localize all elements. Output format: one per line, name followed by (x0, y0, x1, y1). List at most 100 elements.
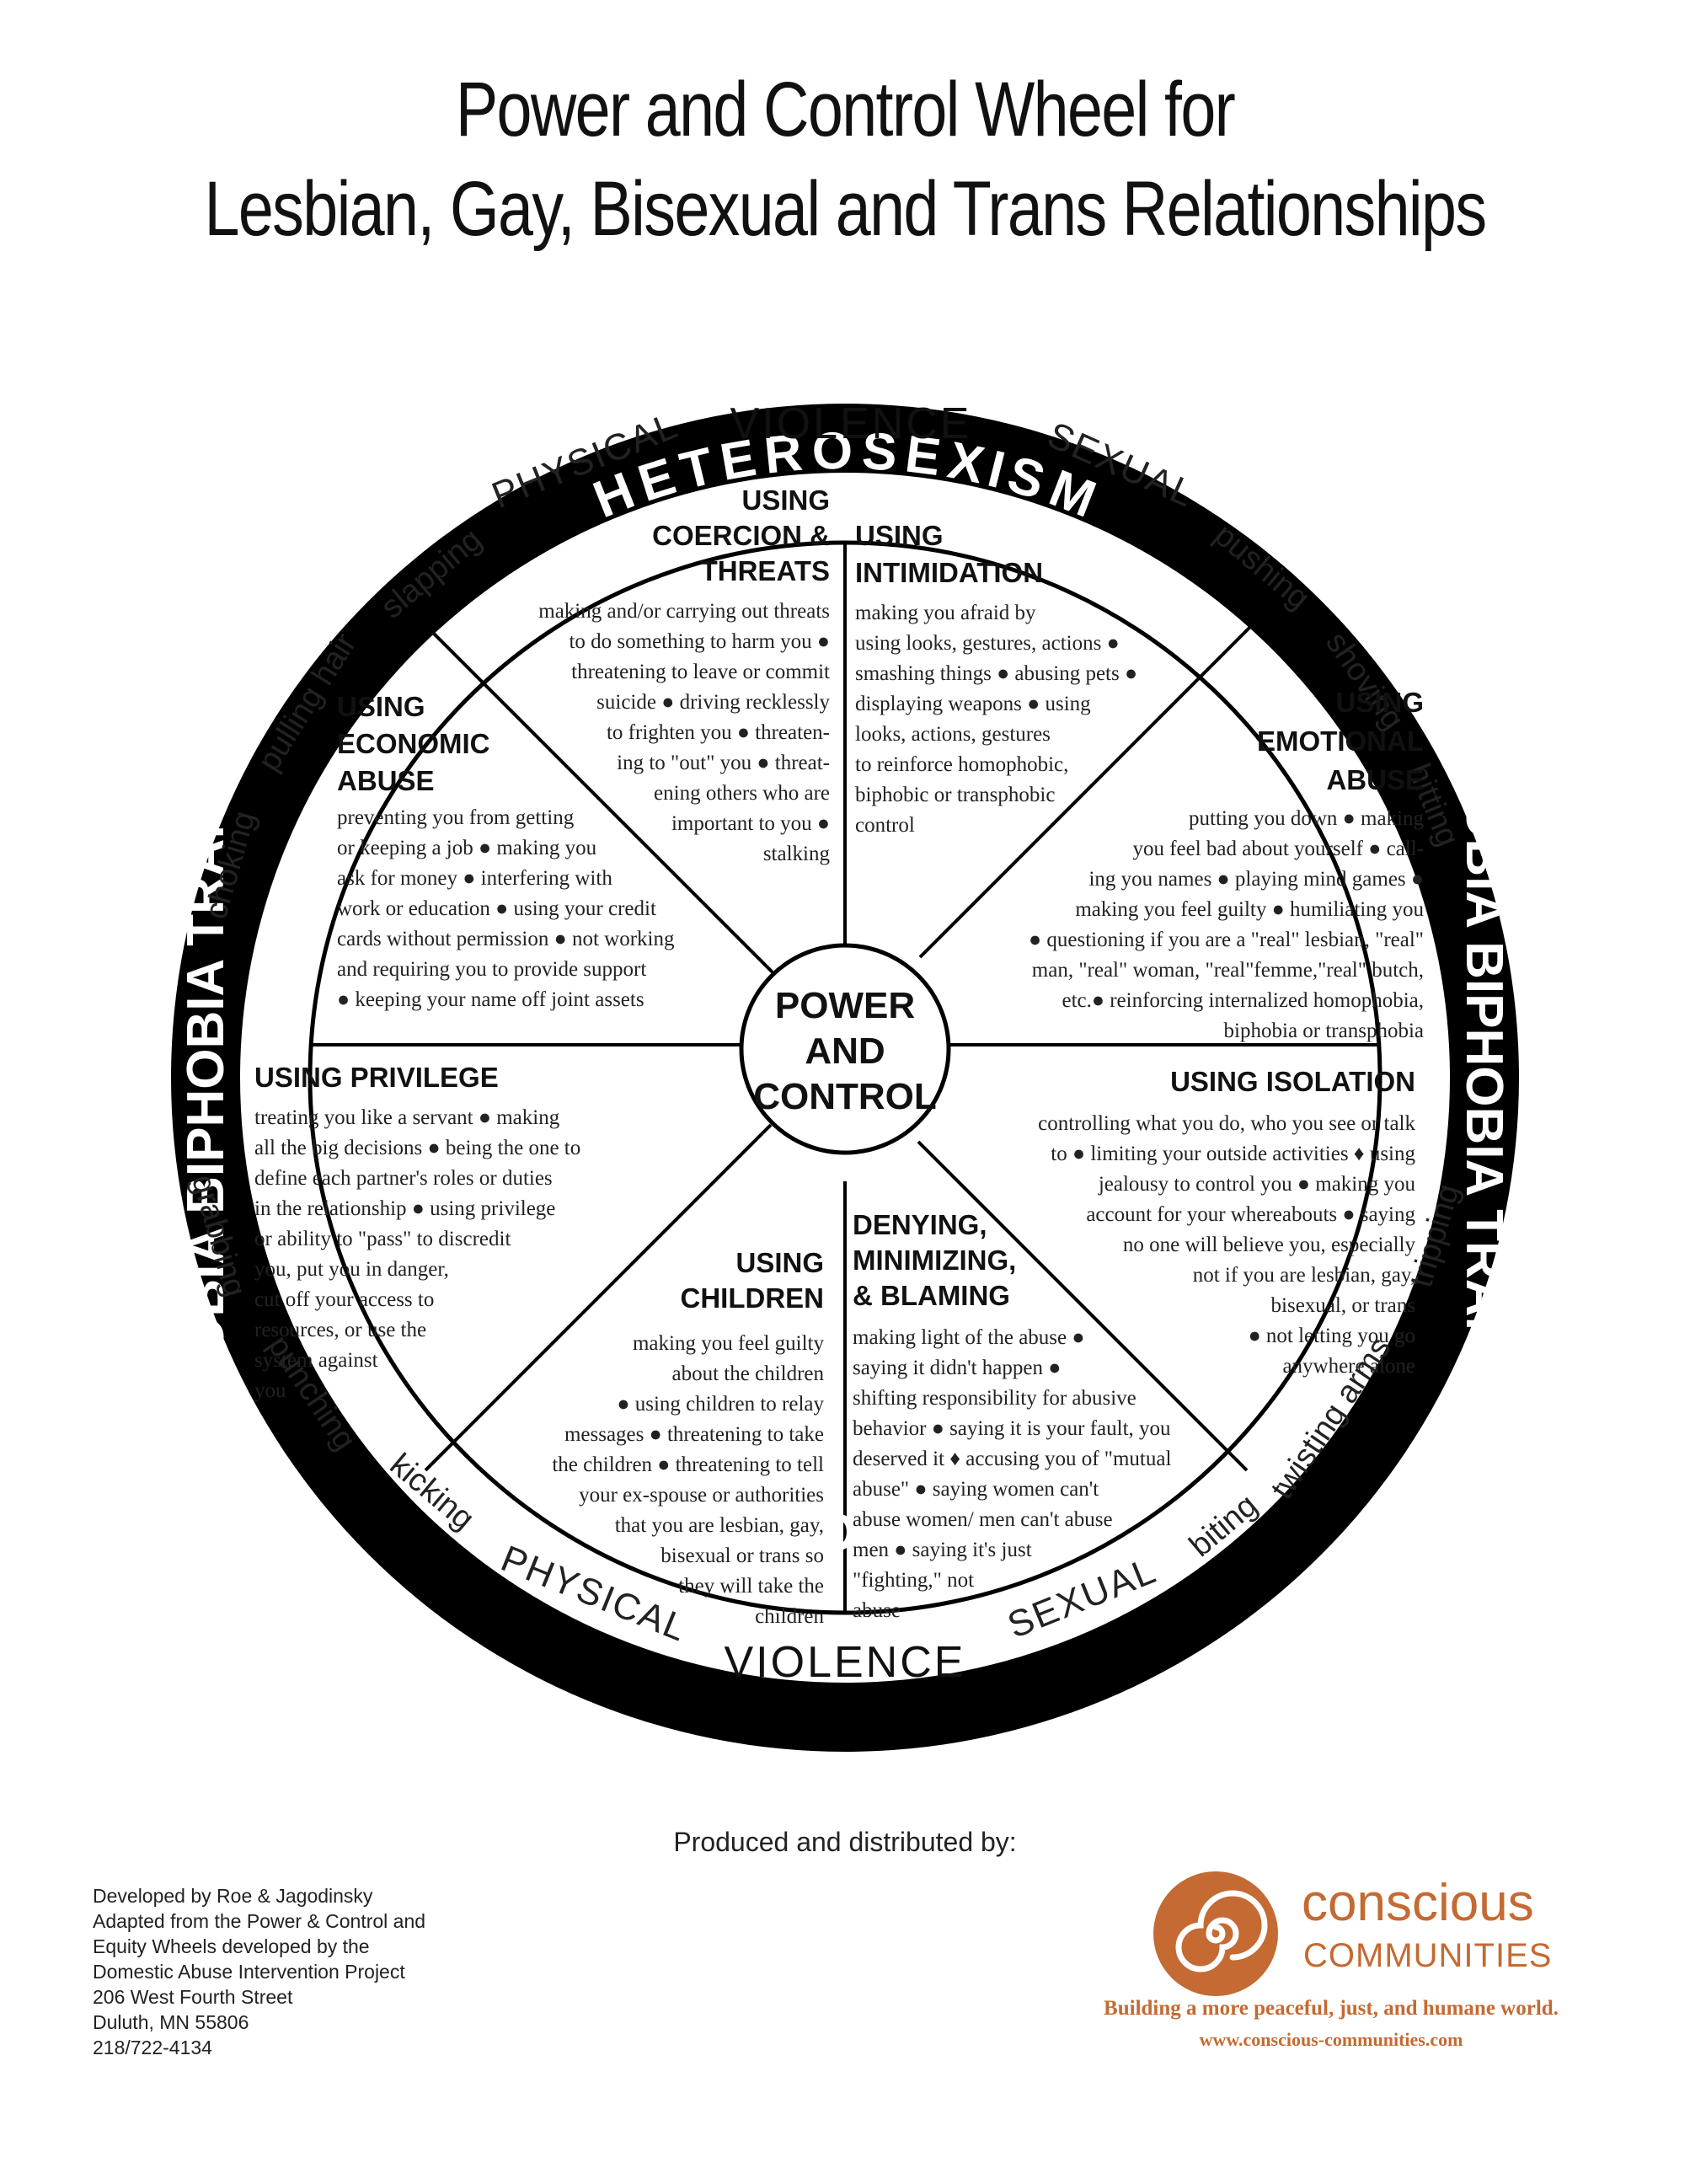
center-line-3: CONTROL (753, 1076, 937, 1117)
children-body-line: making you feel guilty (633, 1332, 825, 1355)
spoke-bottom-left (424, 1123, 773, 1472)
denying-heading-line: MINIMIZING, (853, 1245, 1016, 1276)
children-heading-line: USING (735, 1247, 824, 1278)
center-hub (739, 943, 951, 1155)
isolation-body-line: to ● limiting your outside activities ♦ … (1051, 1143, 1415, 1165)
economic-body-line: ask for money ● interfering with (337, 867, 612, 890)
credits-block: Developed by Roe & Jagodinsky Adapted fr… (93, 1883, 425, 2060)
conscious-communities-logo: conscious COMMUNITIES (1142, 1866, 1596, 2001)
emotional-body-line: ● questioning if you are a "real" lesbia… (1029, 929, 1424, 951)
intimidation-heading-line: INTIMIDATION (855, 557, 1043, 588)
denying-body-line: deserved it ♦ accusing you of "mutual (853, 1448, 1171, 1470)
isolation-body-line: bisexual, or trans (1271, 1294, 1415, 1317)
privilege-body-line: system against (254, 1349, 378, 1372)
isolation-heading-line: USING ISOLATION (1170, 1066, 1415, 1097)
denying-body-line: shifting responsibility for abusive (853, 1387, 1136, 1410)
economic-body-line: work or education ● using your credit (337, 897, 656, 920)
intimidation-body-line: making you afraid by (855, 602, 1036, 624)
outer-left-words: HOMOPHOBIA BIPHOBIA TRANSPHOBIA (177, 563, 235, 1592)
emotional-body-line: putting you down ● making (1189, 807, 1424, 830)
logo-subtitle: COMMUNITIES (1303, 1937, 1553, 1974)
credit-line: Developed by Roe & Jagodinsky (93, 1885, 373, 1907)
privilege-body-line: you (254, 1379, 286, 1402)
privilege-body-line: in the relationship ● using privilege (254, 1197, 555, 1220)
isolation-body-line: ● not letting you go (1249, 1325, 1415, 1347)
segment-denying: DENYING, MINIMIZING, & BLAMING making light… (853, 1209, 1171, 1622)
emotional-body-line: biphobia or transphobia (1224, 1020, 1424, 1042)
children-body-line: that you are lesbian, gay, (615, 1514, 824, 1537)
violence-bottom: VIOLENCE (725, 1638, 966, 1687)
coercion-body-line: threatening to leave or commit (571, 661, 830, 683)
denying-body-line: abuse" ● saying women can't (853, 1478, 1099, 1501)
children-body-line: they will take the (678, 1575, 824, 1598)
economic-body-line: preventing you from getting (337, 806, 575, 829)
isolation-body-line: account for your whereabouts ● saying (1086, 1203, 1415, 1226)
credit-line: 218/722-4134 (93, 2037, 212, 2058)
inner-wheel-border (234, 467, 1456, 1689)
credit-line: Domestic Abuse Intervention Project (93, 1961, 405, 1983)
economic-body-line: ● keeping your name off joint assets (337, 988, 644, 1011)
denying-body-line: abuse (853, 1599, 901, 1622)
emotional-body-line: ing you names ● playing mind games ● (1088, 868, 1424, 891)
intimidation-body-line: smashing things ● abusing pets ● (855, 662, 1137, 685)
intimidation-body-line: control (855, 814, 915, 837)
produced-by-label: Produced and distributed by: (673, 1827, 1017, 1857)
emotional-body-line: etc.● reinforcing internalized homophobi… (1062, 989, 1424, 1012)
coercion-body-line: stalking (763, 843, 831, 865)
emotional-body-line: man, "real" woman, "real"femme,"real" bu… (1032, 959, 1424, 982)
spiral-logo-icon (1153, 1871, 1278, 1996)
privilege-heading-line: USING PRIVILEGE (254, 1062, 499, 1093)
logo-spiral (1175, 1890, 1268, 1973)
outer-right-words: HOMOPHOBIA BIPHOBIA TRANSPHOBIA (1455, 563, 1513, 1592)
spokes (310, 543, 1380, 1613)
isolation-body-line: controlling what you do, who you see or … (1038, 1112, 1415, 1135)
coercion-body-line: ing to "out" you ● threat- (617, 752, 830, 774)
coercion-body-line: important to you ● (671, 812, 830, 835)
emotional-heading-line: USING (1335, 687, 1424, 718)
children-body-line: children (755, 1605, 824, 1628)
coercion-heading-line: THREATS (701, 555, 830, 586)
coercion-body-line: to frighten you ● threaten- (607, 721, 830, 744)
coercion-body-line: suicide ● driving recklessly (596, 691, 830, 714)
economic-heading-line: ECONOMIC (337, 728, 490, 759)
title-line-2: Lesbian, Gay, Bisexual and Trans Relatio… (204, 166, 1488, 252)
children-body-line: ● using children to relay (617, 1393, 824, 1416)
isolation-body-line: no one will believe you, especially (1123, 1234, 1416, 1256)
economic-body-line: cards without permission ● not working (337, 928, 675, 950)
coercion-heading-line: USING (741, 484, 830, 516)
credit-line: Adapted from the Power & Control and (93, 1910, 426, 1932)
center-line-1: POWER (775, 985, 915, 1026)
spoke-top-left (420, 619, 774, 974)
logo-disc (1153, 1871, 1278, 1996)
intimidation-body-line: displaying weapons ● using (855, 693, 1091, 715)
children-body-line: bisexual or trans so (660, 1544, 824, 1567)
economic-heading-line: USING (337, 691, 425, 722)
emotional-heading-line: ABUSE (1326, 764, 1424, 795)
isolation-body-line: jealousy to control you ● making you (1098, 1173, 1416, 1196)
denying-body-line: saying it didn't happen ● (853, 1357, 1061, 1379)
website-link[interactable]: www.conscious-communities.com (1199, 2029, 1463, 2050)
denying-heading-line: DENYING, (853, 1209, 987, 1240)
intimidation-heading-line: USING (855, 520, 944, 551)
outer-left-text: HOMOPHOBIA BIPHOBIA TRANSPHOBIA (177, 563, 235, 1592)
outer-right-text: HOMOPHOBIA BIPHOBIA TRANSPHOBIA (1455, 563, 1513, 1592)
emotional-body-line: making you feel guilty ● humiliating you (1075, 898, 1424, 921)
coercion-body-line: to do something to harm you ● (569, 630, 830, 653)
privilege-body-line: resources, or use the (254, 1319, 426, 1341)
coercion-body-line: making and/or carrying out threats (538, 600, 830, 623)
privilege-body-line: or ability to "pass" to discredit (254, 1228, 511, 1250)
children-body-line: messages ● threatening to take (564, 1423, 824, 1446)
denying-heading-line: & BLAMING (853, 1280, 1010, 1311)
title-line-1: Power and Control Wheel for (455, 67, 1236, 153)
denying-body-line: "fighting," not (853, 1569, 974, 1592)
denying-body-line: making light of the abuse ● (853, 1326, 1084, 1349)
intimidation-body-line: biphobic or transphobic (855, 784, 1055, 806)
privilege-body-line: you, put you in danger, (254, 1258, 449, 1281)
children-body-line: the children ● threatening to tell (552, 1453, 824, 1476)
children-body-line: about the children (672, 1362, 825, 1385)
